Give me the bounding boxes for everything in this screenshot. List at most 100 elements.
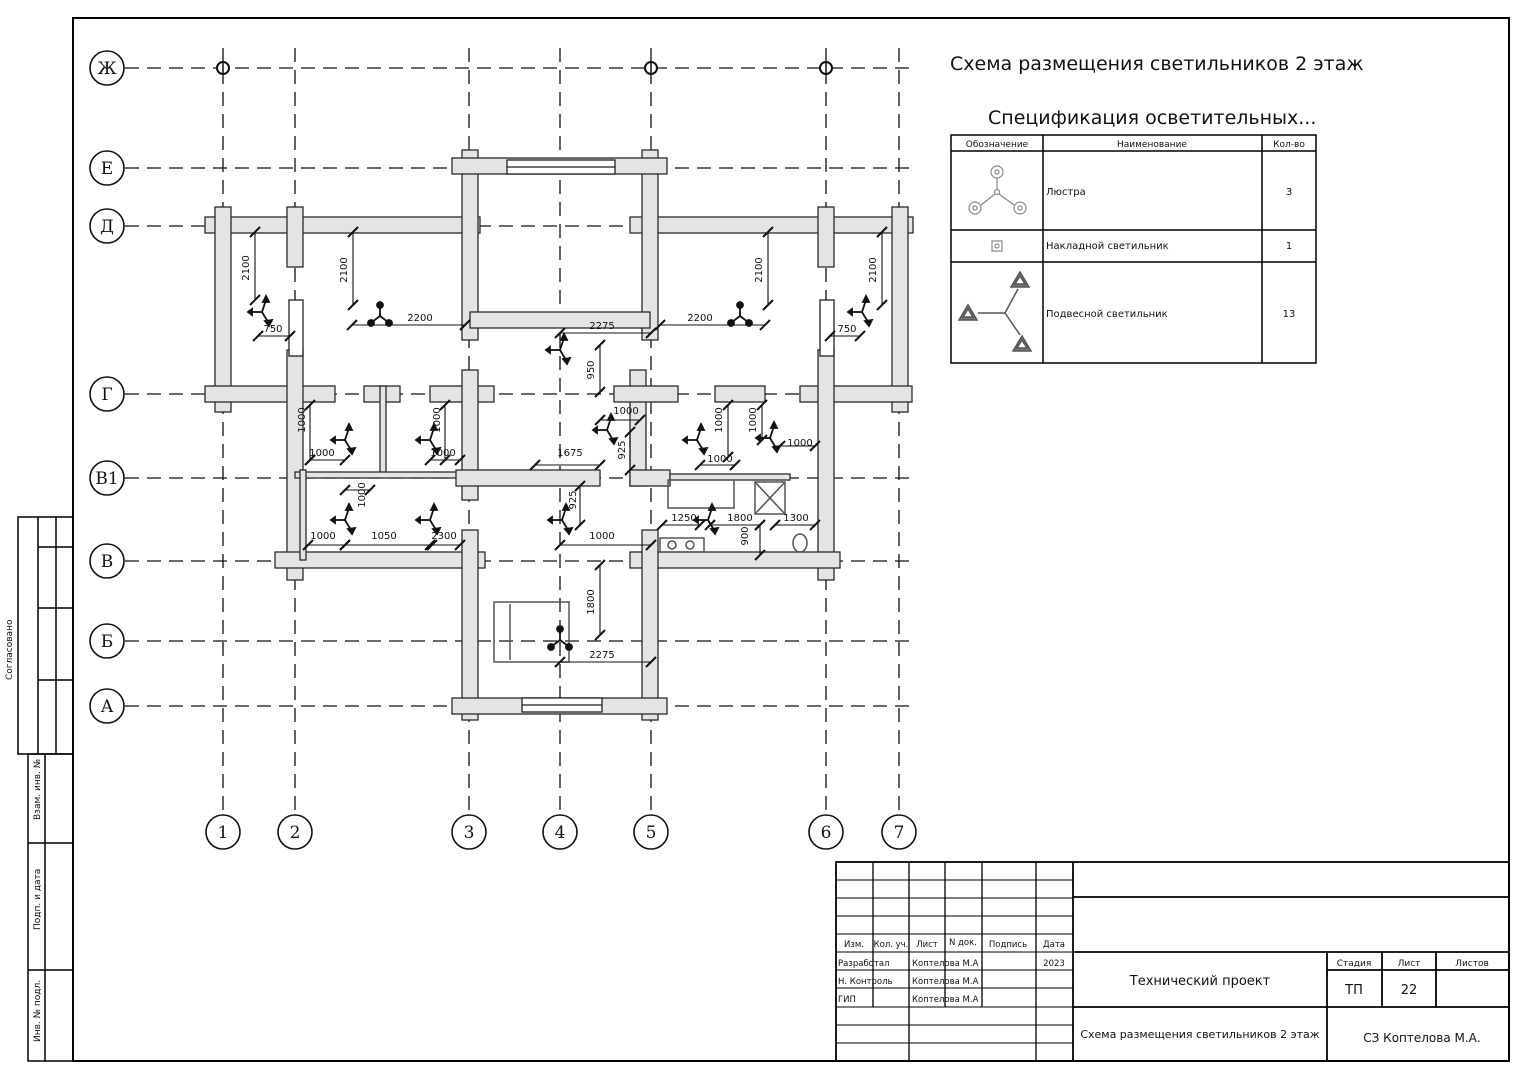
shower-tray: [754, 481, 786, 515]
dimension-tick: [624, 464, 636, 476]
dimension-tick: [876, 299, 888, 311]
dimension-tick: [754, 549, 766, 561]
dimension-label: 1000: [357, 482, 368, 507]
chandelier-icon: [367, 301, 393, 327]
axis-bubble: [89, 208, 125, 244]
axis-bubble: [89, 623, 125, 659]
axis-label-row: Д: [100, 217, 114, 237]
dimension-tick: [302, 539, 314, 551]
dimension-label: 2100: [241, 255, 252, 280]
title-block: [835, 861, 1510, 1062]
dimension-label: 1050: [371, 531, 396, 542]
tb-header-kol: Кол. уч.: [874, 940, 909, 950]
dimension-label: 1000: [748, 407, 759, 432]
dimension-tick: [594, 629, 606, 641]
dimension-label: 2200: [687, 313, 712, 324]
dimension-tick: [339, 454, 351, 466]
tb-sheet: 22: [1401, 983, 1418, 998]
dimension-tick: [252, 330, 264, 342]
dimension-tick: [304, 454, 316, 466]
spec-row-qty: 13: [1283, 309, 1296, 320]
wall-segment: [461, 149, 479, 341]
bathtub: [667, 479, 735, 509]
dimension-label: 1800: [586, 589, 597, 614]
dimension-tick: [654, 319, 666, 331]
dimension-tick: [824, 330, 836, 342]
dimension-tick: [624, 426, 636, 438]
dimension-tick: [694, 459, 706, 471]
dimension-tick: [809, 519, 821, 531]
tb-header-sign: Подпись: [989, 940, 1027, 950]
pendant-lamp-icon: [681, 421, 709, 456]
pendant-lamp-icon: [957, 270, 1033, 352]
wall-segment: [629, 469, 671, 487]
spec-header-name: Наименование: [1117, 140, 1187, 150]
dimension-label: 1000: [430, 448, 455, 459]
dimension-tick: [339, 484, 351, 496]
axis-bubble: [881, 814, 917, 850]
dimension-label: 1000: [310, 531, 335, 542]
walls: [204, 149, 914, 721]
dimension-tick: [594, 386, 606, 398]
tb-header-list: Лист: [916, 940, 938, 950]
dimension-tick: [454, 539, 466, 551]
dimension-label: 2275: [589, 321, 614, 332]
stamp-sign-date: Подп. и дата: [33, 869, 43, 930]
dimension-tick: [304, 399, 316, 411]
dimension-tick: [759, 319, 771, 331]
dimension-tick: [424, 454, 436, 466]
spec-header-qty: Кол-во: [1273, 140, 1305, 150]
pendant-lamp-icon: [544, 331, 572, 366]
dimension-label: 1675: [557, 448, 582, 459]
tb-person: Коптелова М.А: [912, 977, 979, 987]
axis-label-row: Б: [101, 632, 114, 652]
tb-header-date: Дата: [1043, 940, 1065, 950]
dimension-tick: [574, 519, 586, 531]
dimension-label: 925: [568, 490, 579, 509]
wall-segment: [641, 529, 659, 721]
axis-label-col: 4: [555, 823, 566, 843]
wall-segment: [629, 216, 914, 234]
dimension-label: 1000: [707, 454, 732, 465]
axis-label-col: 1: [218, 823, 229, 843]
dimension-tick: [554, 327, 566, 339]
wall-segment: [294, 471, 471, 479]
axis-label-row: Е: [101, 159, 113, 179]
axis-bubble: [205, 814, 241, 850]
pendant-lamp-icon: [246, 293, 274, 328]
surface-lamp-icon: [991, 240, 1003, 252]
axis-label-col: 3: [464, 823, 475, 843]
dimension-tick: [347, 226, 359, 238]
wall-segment: [204, 385, 336, 403]
pendant-lamp-icon: [329, 501, 357, 536]
axis-bubble: [89, 376, 125, 412]
axis-label-col: 7: [894, 823, 905, 843]
spec-row-qty: 3: [1286, 187, 1292, 198]
wall-segment: [469, 311, 651, 329]
wall-segment: [799, 385, 913, 403]
axis-label-row: В1: [95, 469, 118, 489]
pendant-lamp-icon: [754, 419, 782, 454]
tb-sheet-label: Лист: [1398, 959, 1421, 969]
title-block-grid: [836, 862, 1073, 1061]
wall-segment: [214, 206, 232, 413]
dimension-tick: [762, 226, 774, 238]
dimension-tick: [876, 226, 888, 238]
dimension-tick: [454, 454, 466, 466]
dimension-tick: [594, 559, 606, 571]
axis-label-row: А: [101, 697, 114, 717]
dimension-tick: [645, 539, 657, 551]
dimension-label: 1800: [727, 513, 752, 524]
stamp-inv-replace: Взам. инв. №: [33, 759, 43, 820]
spec-row-name: Люстра: [1046, 187, 1086, 198]
sink: [659, 537, 705, 553]
dimension-tick: [854, 330, 866, 342]
chandelier-icon: [727, 301, 753, 327]
pendant-lamp-icon: [546, 501, 574, 536]
pendant-lamp-icon: [846, 293, 874, 328]
dimension-tick: [762, 299, 774, 311]
dimension-label: 2100: [339, 257, 350, 282]
dimension-label: 1000: [297, 407, 308, 432]
